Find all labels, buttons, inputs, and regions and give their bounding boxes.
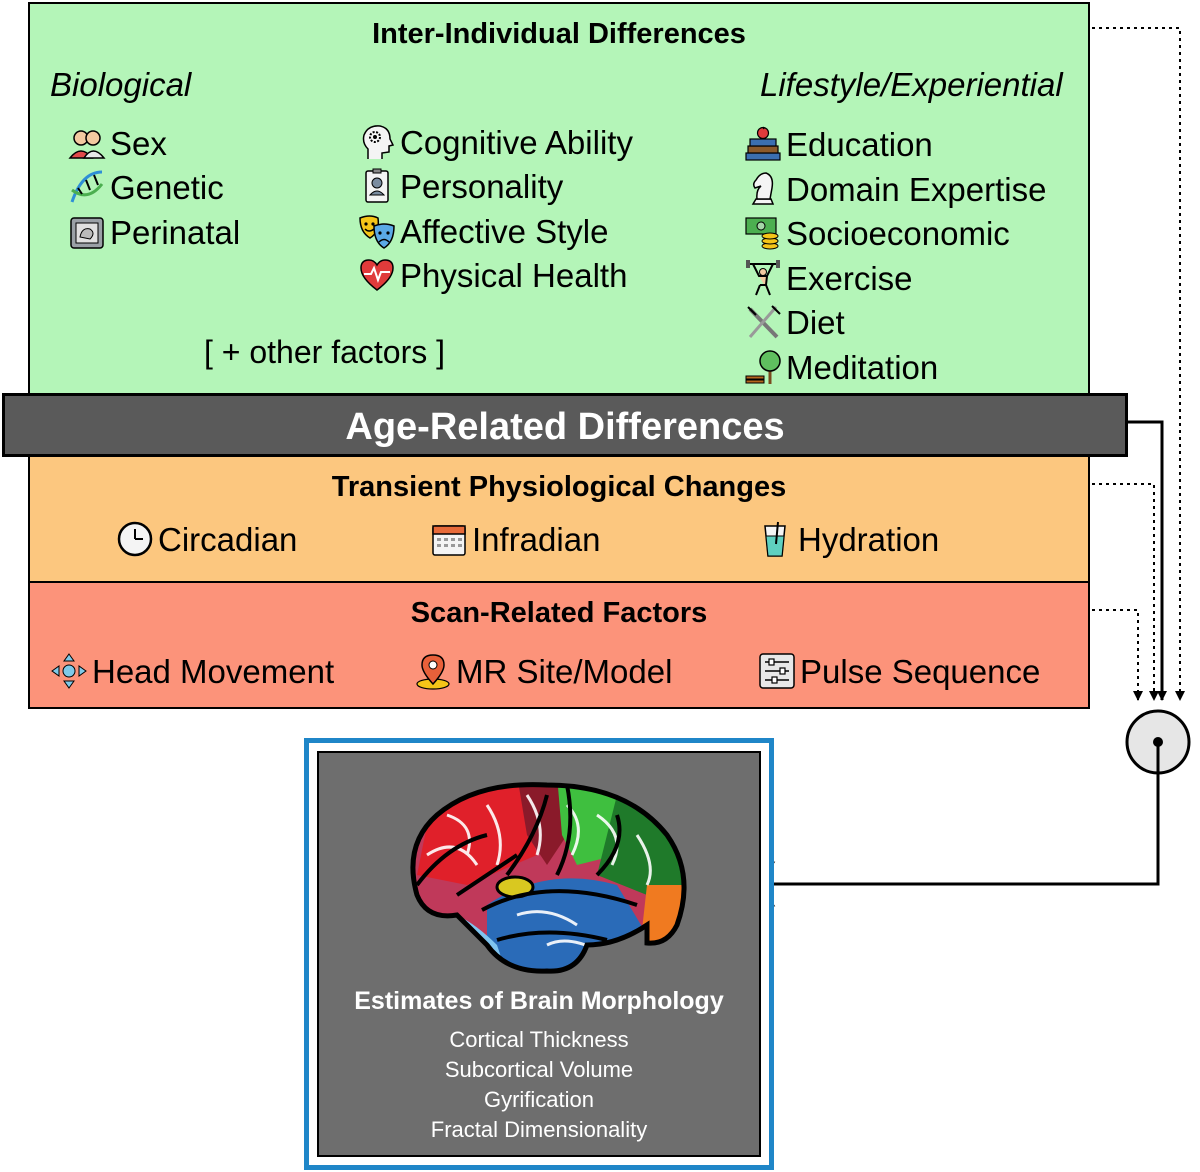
factor-physical-health: Physical Health <box>358 256 627 294</box>
measure-gyrification: Gyrification <box>483 1087 595 1112</box>
inter-individual-panel: Inter-Individual Differences Biological … <box>28 2 1090 396</box>
scan-panel: Scan-Related Factors Head Movement MR Si… <box>28 581 1090 709</box>
move-arrows-icon <box>50 652 88 690</box>
factor-sex: Sex <box>68 124 167 162</box>
location-pin-icon <box>414 652 452 690</box>
factor-circadian: Circadian <box>116 520 297 558</box>
measure-subcortical-volume: Subcortical Volume <box>444 1057 634 1082</box>
factor-diet: Diet <box>744 303 845 341</box>
factor-perinatal: Perinatal <box>68 213 240 251</box>
dotted-line-transient <box>1092 483 1159 701</box>
head-gears-icon <box>358 123 396 161</box>
factor-exercise: Exercise <box>744 259 913 297</box>
heart-pulse-icon <box>358 256 396 294</box>
factor-infradian: Infradian <box>430 520 600 558</box>
factor-genetic: Genetic <box>68 168 224 206</box>
scan-title: Scan-Related Factors <box>410 597 708 629</box>
inter-individual-title: Inter-Individual Differences <box>372 18 746 50</box>
calendar-icon <box>430 520 468 558</box>
factor-affective-style: Affective Style <box>358 212 609 250</box>
people-icon <box>68 124 106 162</box>
transient-panel: Transient Physiological Changes Circadia… <box>28 455 1090 583</box>
factor-head-movement: Head Movement <box>50 652 334 690</box>
factor-education: Education <box>744 125 933 163</box>
theater-masks-icon <box>358 212 396 250</box>
lifestyle-label: Lifestyle/Experiential <box>760 66 1063 103</box>
dotted-line-scan <box>1092 609 1143 701</box>
measure-fractal-dimensionality: Fractal Dimensionality <box>430 1117 648 1142</box>
other-factors-label: [ + other factors ] <box>204 334 445 370</box>
measure-cortical-thickness: Cortical Thickness <box>449 1027 629 1052</box>
biological-label: Biological <box>50 66 192 103</box>
clock-icon <box>116 520 154 558</box>
age-related-bar: Age-Related Differences <box>2 393 1128 457</box>
chess-knight-icon <box>744 170 782 208</box>
factor-socioeconomic: Socioeconomic <box>744 214 1010 252</box>
brain-morphology-panel: Estimates of Brain Morphology Cortical T… <box>317 751 761 1157</box>
factor-meditation: Meditation <box>744 348 938 386</box>
dotted-line-inter <box>1092 27 1185 701</box>
ultrasound-icon <box>68 213 106 251</box>
sliders-icon <box>758 652 796 690</box>
weightlifter-icon <box>744 259 782 297</box>
fork-knife-icon <box>744 303 782 341</box>
factor-hydration: Hydration <box>756 520 939 558</box>
factor-personality: Personality <box>358 167 563 205</box>
dna-icon <box>68 168 106 206</box>
glass-icon <box>756 520 794 558</box>
factor-domain-expertise: Domain Expertise <box>744 170 1046 208</box>
brain-morphology-title: Estimates of Brain Morphology <box>354 987 724 1015</box>
transient-title: Transient Physiological Changes <box>331 471 787 503</box>
factor-mr-site-model: MR Site/Model <box>414 652 672 690</box>
id-badge-icon <box>358 167 396 205</box>
factor-cognitive-ability: Cognitive Ability <box>358 123 633 161</box>
output-line <box>770 742 1160 886</box>
solid-line-age <box>1128 420 1167 701</box>
age-related-title: Age-Related Differences <box>345 406 785 448</box>
books-apple-icon <box>744 125 782 163</box>
brain-image <box>410 782 687 974</box>
brain-morphology-frame: Estimates of Brain Morphology Cortical T… <box>304 738 774 1170</box>
factor-pulse-sequence: Pulse Sequence <box>758 652 1040 690</box>
money-icon <box>744 214 782 252</box>
tree-bench-icon <box>744 348 782 386</box>
